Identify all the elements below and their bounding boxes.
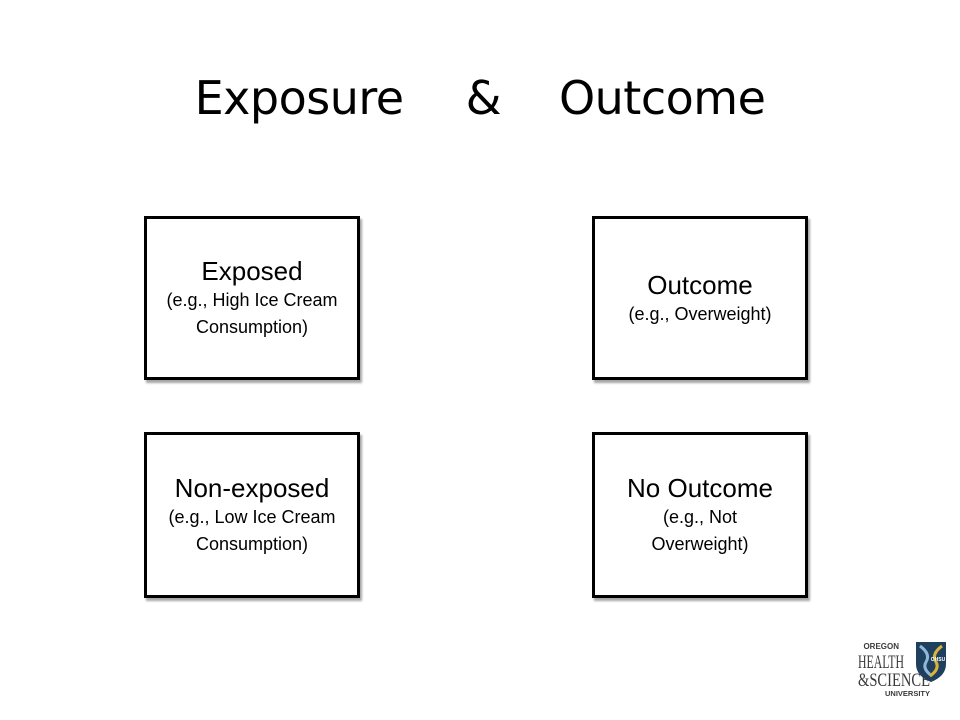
exposed-example: (e.g., High Ice Cream Consumption) (166, 290, 338, 337)
logo-line-oregon: OREGON (863, 642, 899, 651)
exposed-box: Exposed (e.g., High Ice Cream Consumptio… (144, 216, 360, 380)
logo-shield-label: OHSU (931, 657, 946, 663)
exposed-heading: Exposed (201, 256, 303, 286)
nonexposed-example: (e.g., Low Ice Cream Consumption) (168, 507, 336, 554)
ohsu-shield-icon: OHSU (916, 642, 946, 682)
title-word-exposure: Exposure (194, 71, 404, 125)
outcome-heading: Outcome (647, 269, 753, 300)
nonexposed-box: Non-exposed (e.g., Low Ice Cream Consump… (144, 432, 360, 598)
outcome-example: (e.g., Overweight) (628, 303, 772, 324)
nooutcome-example: (e.g., Not Overweight) (651, 507, 749, 554)
logo-line-science: &SCIENCE (858, 670, 930, 691)
slide-title: Exposure & Outcome (0, 58, 960, 138)
logo-line-university: UNIVERSITY (885, 689, 930, 698)
nooutcome-heading: No Outcome (627, 473, 773, 503)
logo-line-health: HEALTH (858, 652, 904, 673)
nonexposed-heading: Non-exposed (174, 473, 330, 503)
outcome-box: Outcome (e.g., Overweight) (592, 216, 808, 380)
title-word-outcome: Outcome (558, 71, 766, 125)
ohsu-logo: OREGON HEALTH &SCIENCE UNIVERSITY OHSU (858, 642, 946, 698)
title-ampersand: & (465, 71, 502, 125)
nooutcome-box: No Outcome (e.g., Not Overweight) (592, 432, 808, 598)
